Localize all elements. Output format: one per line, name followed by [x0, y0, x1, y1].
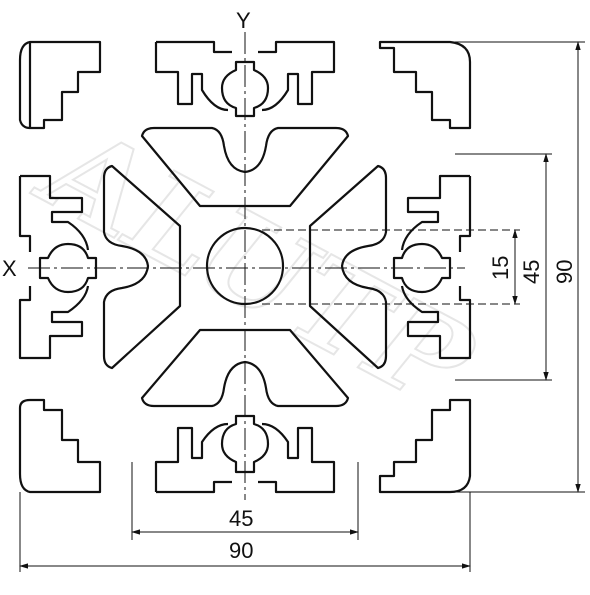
- keyhole-left: [38, 242, 98, 294]
- keyhole-top: [220, 60, 270, 118]
- keyhole-bottom: [220, 414, 270, 474]
- profile-outline: [18, 40, 472, 494]
- x-axis-label: X: [2, 256, 17, 281]
- cavity-top: [140, 126, 350, 208]
- watermark: ALUTP: [16, 94, 496, 439]
- dim-label-bottom-inner: 45: [229, 506, 253, 531]
- dim-label-bottom-outer: 90: [229, 538, 253, 563]
- dim-label-right-mid: 45: [519, 260, 544, 284]
- profile-core: [38, 60, 452, 474]
- center-bore: [205, 226, 285, 306]
- cavity-bottom: [140, 328, 350, 408]
- keyhole-right: [392, 242, 452, 294]
- cavity-left: [102, 164, 182, 370]
- y-axis-label: Y: [236, 8, 251, 33]
- cavity-right: [308, 164, 388, 370]
- dim-label-right-outer: 90: [552, 260, 577, 284]
- dim-label-right-small: 15: [488, 256, 513, 280]
